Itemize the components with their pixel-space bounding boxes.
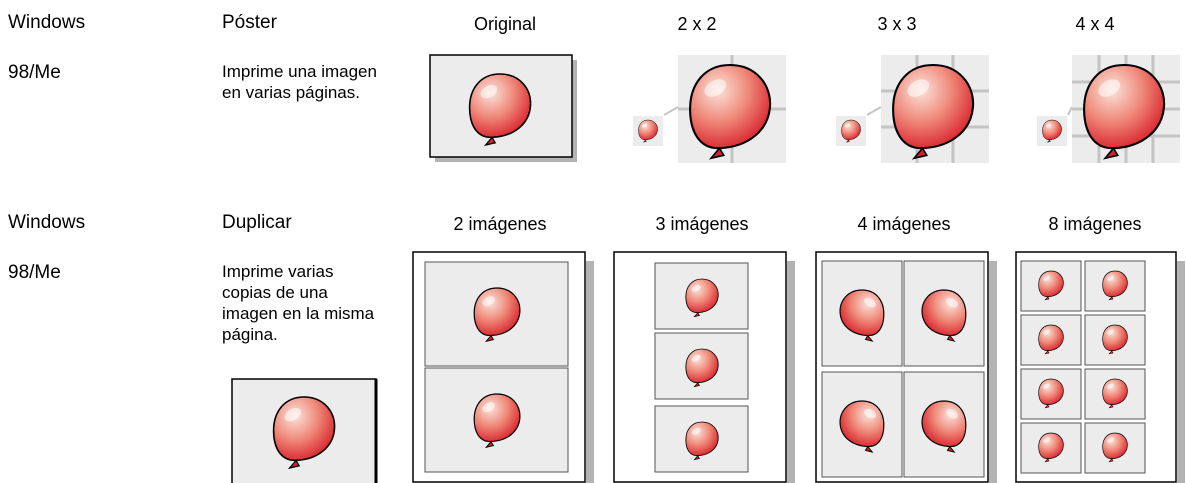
poster-4x4-figure (1035, 55, 1180, 163)
original-image-figure (429, 54, 577, 162)
os-version-row1: 98/Me (8, 62, 61, 83)
balloon-icon (1042, 119, 1062, 143)
label-poster-4x4: 4 x 4 (1075, 14, 1115, 34)
balloon-icon (473, 287, 521, 343)
balloon-icon (638, 119, 658, 143)
balloon-icon (685, 278, 719, 318)
os-name-row1: Windows (8, 12, 86, 33)
balloon-icon (1102, 432, 1128, 463)
duplicate-4-images-figure (815, 251, 997, 483)
balloon-icon (689, 63, 771, 160)
balloon-icon (685, 348, 719, 388)
feature-description-poster: Imprime una imagen en varias páginas. (222, 62, 377, 102)
label-original: Original (473, 14, 537, 34)
page-shadow (586, 261, 594, 483)
label-poster-3x3: 3 x 3 (877, 14, 917, 34)
balloon-icon (468, 73, 532, 147)
os-version-row2: 98/Me (8, 262, 61, 283)
feature-description-duplicate: Imprime varias copias de una imagen en l… (222, 262, 375, 344)
duplicate-2-images-figure (412, 251, 594, 483)
balloon-icon (841, 119, 861, 143)
duplicate-8-images-figure (1015, 251, 1185, 483)
balloon-icon (1038, 378, 1064, 409)
duplicate-3-images-figure (613, 251, 795, 483)
balloon-icon (1102, 378, 1128, 409)
label-4-images: 4 imágenes (857, 214, 951, 234)
label-2-images: 2 imágenes (453, 214, 547, 234)
balloon-icon (272, 396, 336, 470)
page-shadow (1177, 261, 1185, 483)
balloon-icon (1102, 324, 1128, 355)
balloon-icon (473, 393, 521, 449)
os-name-row2: Windows (8, 212, 86, 233)
balloon-icon (1102, 270, 1128, 301)
balloon-icon (839, 400, 885, 453)
label-8-images: 8 imágenes (1048, 214, 1142, 234)
poster-connector (1067, 106, 1073, 116)
feature-title-poster: Póster (222, 12, 277, 33)
poster-2x2-figure (631, 55, 786, 163)
balloon-icon (1038, 432, 1064, 463)
feature-title-duplicate: Duplicar (222, 212, 292, 233)
balloon-icon (921, 400, 967, 453)
page-shadow (787, 261, 795, 483)
balloon-icon (685, 421, 719, 461)
balloon-icon (1038, 270, 1064, 301)
page-shadow (989, 261, 997, 483)
label-poster-2x2: 2 x 2 (677, 14, 717, 34)
poster-connector (866, 106, 882, 116)
label-3-images: 3 imágenes (655, 214, 749, 234)
balloon-icon (1038, 324, 1064, 355)
balloon-icon (921, 289, 967, 342)
poster-3x3-figure (834, 55, 989, 163)
duplicate-source-image-figure (231, 378, 378, 483)
balloon-icon (892, 63, 974, 160)
balloon-icon (839, 289, 885, 342)
balloon-icon (1083, 63, 1165, 160)
poster-connector (663, 106, 679, 116)
